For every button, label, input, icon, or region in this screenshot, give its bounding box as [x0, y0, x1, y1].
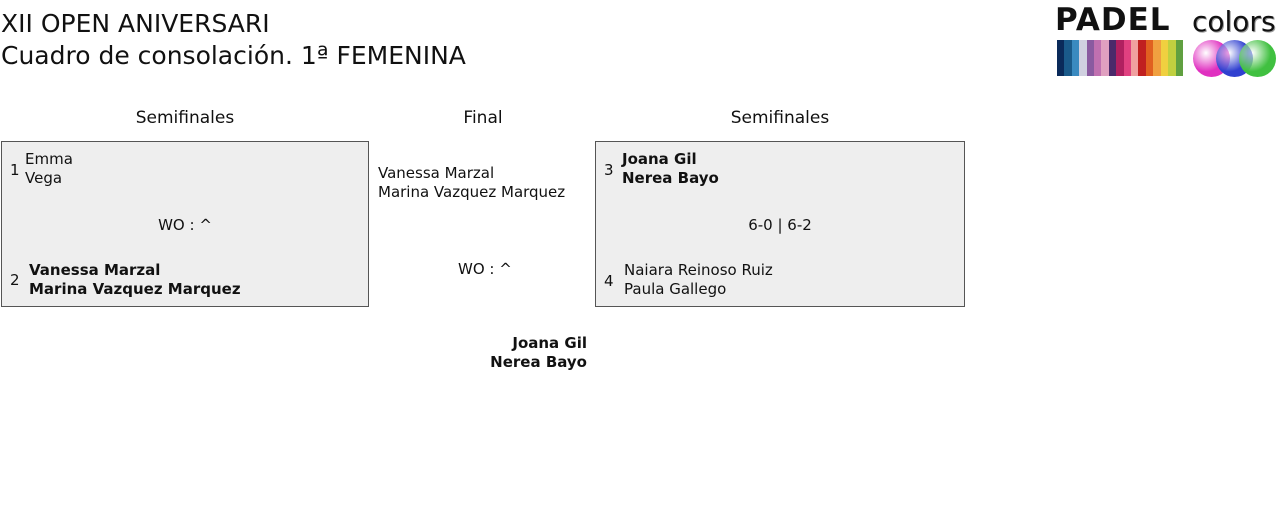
- match-score: 6-0 | 6-2: [748, 216, 812, 234]
- page-subtitle: Cuadro de consolación. 1ª FEMENINA: [1, 41, 466, 70]
- logo-stripe: [1175, 40, 1183, 76]
- player-name: Vanessa Marzal: [29, 261, 161, 279]
- final-score: WO : ^: [458, 260, 512, 278]
- logo-stripe: [1057, 40, 1065, 76]
- logo-stripe: [1094, 40, 1102, 76]
- round-label-left-semifinal: Semifinales: [135, 108, 235, 128]
- logo-stripe: [1123, 40, 1132, 76]
- logo-stripe: [1160, 40, 1169, 76]
- player-name: Vanessa Marzal: [378, 164, 495, 182]
- seed-number: 4: [604, 272, 614, 290]
- logo-stripe: [1145, 40, 1154, 76]
- player-name: Nerea Bayo: [490, 353, 587, 371]
- seed-number: 1: [10, 161, 20, 179]
- logo-word-colors: colors: [1192, 5, 1276, 38]
- logo-word-padel: PADEL: [1055, 2, 1171, 38]
- logo-stripe: [1064, 40, 1072, 76]
- player-name: Joana Gil: [512, 334, 587, 352]
- logo-stripe: [1138, 40, 1146, 76]
- match-left-semifinal[interactable]: 1 Emma Vega WO : ^ 2 Vanessa Marzal Mari…: [1, 141, 369, 307]
- final-finalist-pair: Vanessa Marzal Marina Vazquez Marquez: [378, 164, 565, 202]
- padel-colors-logo: PADEL colors: [1055, 2, 1277, 80]
- header: XII OPEN ANIVERSARI Cuadro de consolació…: [1, 8, 466, 72]
- ball-icon: [1239, 40, 1276, 77]
- player-name: Emma: [25, 150, 73, 168]
- logo-stripe: [1071, 40, 1080, 76]
- seed-number: 2: [10, 271, 20, 289]
- logo-stripe: [1168, 40, 1176, 76]
- logo-stripe: [1131, 40, 1139, 76]
- match-right-semifinal[interactable]: 3 Joana Gil Nerea Bayo 6-0 | 6-2 4 Naiar…: [595, 141, 965, 307]
- pair-top-winner: Joana Gil Nerea Bayo: [622, 150, 719, 188]
- player-name: Nerea Bayo: [622, 169, 719, 187]
- logo-stripe: [1086, 40, 1095, 76]
- player-name: Marina Vazquez Marquez: [378, 183, 566, 201]
- seed-number: 3: [604, 161, 614, 179]
- pair-top: Emma Vega: [25, 150, 73, 188]
- champion-pair: Joana Gil Nerea Bayo: [430, 334, 587, 372]
- logo-stripes: [1057, 40, 1183, 76]
- player-name: Vega: [25, 169, 63, 187]
- logo-balls: [1193, 40, 1277, 78]
- logo-stripe: [1116, 40, 1124, 76]
- logo-stripe: [1108, 40, 1117, 76]
- round-label-final: Final: [463, 108, 503, 128]
- player-name: Joana Gil: [622, 150, 697, 168]
- logo-stripe: [1079, 40, 1087, 76]
- pair-bottom: Naiara Reinoso Ruiz Paula Gallego: [624, 261, 773, 299]
- match-score: WO : ^: [158, 216, 212, 234]
- player-name: Paula Gallego: [624, 280, 727, 298]
- logo-stripe: [1101, 40, 1109, 76]
- round-label-right-semifinal: Semifinales: [730, 108, 830, 128]
- player-name: Marina Vazquez Marquez: [29, 280, 241, 298]
- pair-bottom-winner: Vanessa Marzal Marina Vazquez Marquez: [29, 261, 241, 299]
- logo-stripe: [1153, 40, 1161, 76]
- page-title: XII OPEN ANIVERSARI: [1, 9, 270, 38]
- player-name: Naiara Reinoso Ruiz: [624, 261, 773, 279]
